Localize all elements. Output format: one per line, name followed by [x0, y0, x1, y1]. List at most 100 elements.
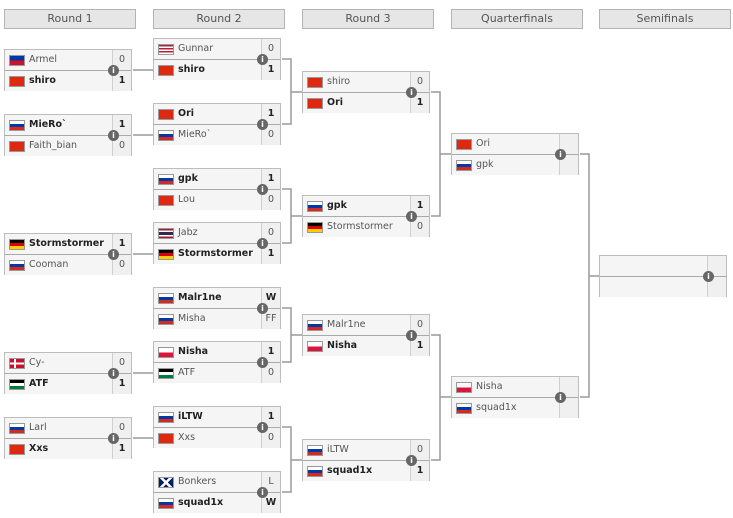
player-slot[interactable]: Nisha 1 — [303, 336, 429, 356]
player-slot[interactable]: MieRo`1 — [5, 115, 131, 135]
match-divider — [303, 460, 429, 461]
match-info-icon[interactable]: i — [257, 119, 268, 130]
match-divider — [303, 92, 429, 93]
player-name: Cy- — [29, 357, 45, 368]
match-info-icon[interactable]: i — [406, 330, 417, 341]
header-round-1: Round 1 — [4, 9, 136, 29]
match-info-icon[interactable]: i — [406, 87, 417, 98]
match-info-icon[interactable]: i — [555, 392, 566, 403]
flag-russia-icon — [158, 174, 174, 185]
player-name: iLTW — [178, 411, 203, 422]
match-info-icon[interactable]: i — [257, 54, 268, 65]
match-qf2: Nisha squad1x i — [451, 376, 579, 418]
match-info-icon[interactable]: i — [108, 130, 119, 141]
match-info-icon[interactable]: i — [257, 238, 268, 249]
player-name: Ori — [178, 108, 195, 119]
match-info-icon[interactable]: i — [406, 455, 417, 466]
player-name: Gunnar — [178, 43, 214, 54]
flag-china-icon — [158, 195, 174, 206]
flag-germany-icon — [158, 249, 174, 260]
player-score: 1 — [261, 342, 280, 362]
player-name: Ori — [476, 138, 491, 149]
player-slot[interactable] — [600, 277, 726, 297]
player-name: squad1x — [476, 402, 517, 413]
player-name: Bonkers — [178, 476, 217, 487]
connector-r2-pair2 — [282, 188, 302, 244]
flag-thailand-icon — [158, 228, 174, 239]
match-info-icon[interactable]: i — [555, 149, 566, 160]
player-score: FF — [261, 309, 280, 329]
match-divider — [303, 216, 429, 217]
player-score: 0 — [410, 315, 429, 335]
player-score: 0 — [112, 353, 131, 373]
player-score: 0 — [112, 50, 131, 70]
player-name: Xxs — [178, 432, 196, 443]
player-slot[interactable]: squad1x — [452, 398, 578, 418]
match-info-icon[interactable]: i — [108, 65, 119, 76]
player-name: gpk — [178, 173, 198, 184]
player-name: Lou — [178, 194, 195, 205]
player-slot[interactable]: Ori — [452, 134, 578, 154]
match-info-icon[interactable]: i — [257, 422, 268, 433]
player-slot[interactable]: MieRo`0 — [154, 125, 280, 145]
flag-china-icon — [9, 76, 25, 87]
match-info-icon[interactable]: i — [108, 433, 119, 444]
flag-china-icon — [158, 433, 174, 444]
flag-poland-icon — [158, 347, 174, 358]
match-divider — [154, 243, 280, 244]
match-info-icon[interactable]: i — [257, 487, 268, 498]
player-slot[interactable]: Xxs 0 — [154, 428, 280, 448]
player-score: 0 — [261, 428, 280, 448]
match-info-icon[interactable]: i — [257, 184, 268, 195]
match-info-icon[interactable]: i — [257, 357, 268, 368]
match-info-icon[interactable]: i — [108, 249, 119, 260]
player-score: 1 — [410, 336, 429, 356]
player-score — [707, 277, 726, 297]
flag-jordan-icon — [158, 368, 174, 379]
player-name: Nisha — [327, 340, 358, 351]
flag-russia-icon — [456, 403, 472, 414]
connector-r3-pair1 — [431, 91, 451, 217]
player-slot[interactable]: Nisha — [452, 377, 578, 397]
flag-china-icon — [9, 141, 25, 152]
player-slot[interactable]: gpk — [452, 155, 578, 175]
match-info-icon[interactable]: i — [108, 368, 119, 379]
player-slot[interactable] — [600, 256, 726, 276]
player-slot[interactable]: Cy- 0 — [5, 353, 131, 373]
player-name: Cooman — [29, 259, 69, 270]
match-info-icon[interactable]: i — [703, 271, 714, 282]
match-info-icon[interactable]: i — [406, 211, 417, 222]
match-info-icon[interactable]: i — [257, 303, 268, 314]
